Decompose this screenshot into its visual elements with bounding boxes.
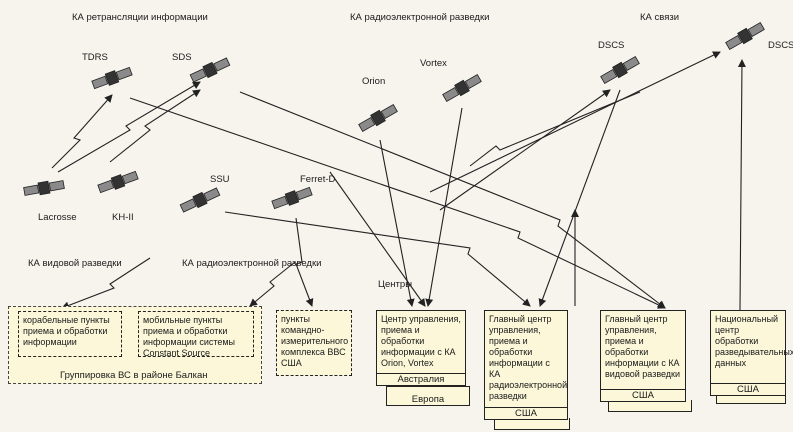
satellite-ssu-icon [179,187,221,213]
satellite-kh11-icon [97,170,139,194]
box-main-elint-usa-text: США [485,407,567,419]
link-lacrosse-sds [57,81,201,173]
label-ssu: SSU [210,174,230,185]
satellite-lacrosse-icon [23,180,65,196]
box-main-elint-shadow [494,418,570,430]
link-dscs-national [737,59,746,311]
box-national: Национальный центр обработки разведывате… [710,310,793,396]
satellite-ferret-icon [271,186,313,210]
satellite-orion-icon [358,103,398,133]
label-kh11: KH-II [112,212,134,223]
link-elint-mobile [249,261,296,307]
box-ship-text: корабельные пункты приема и обработки ин… [23,315,110,347]
link-tdrs-elint-center [129,97,666,309]
header-elint-mid: КА радиоэлектронной разведки [182,258,322,269]
box-mobile-text: мобильные пункты приема и обработки инфо… [143,315,236,358]
box-main-elint-text: Главный центр управления, приема и обраб… [489,314,568,401]
box-control-europe-text: Европа [387,394,469,405]
satellite-icons [23,21,765,213]
link-lacrosse-tdrs [51,94,113,169]
box-ship: корабельные пункты приема и обработки ин… [18,311,122,357]
box-national-shadow [716,394,786,404]
box-control: Центр управления, приема и обработки инф… [376,310,466,386]
box-ccc-text: пункты командно-измерительного комплекса… [281,314,349,368]
box-main-visual-shadow [608,400,692,412]
header-comm: КА связи [640,12,680,23]
satellite-dscs1-icon [600,55,640,85]
satellite-dscs2-icon [725,21,765,51]
box-control-europe: Европа [386,386,470,406]
label-dscs2: DSCS [768,40,793,51]
box-ccc: пункты командно-измерительного комплекса… [276,310,352,376]
box-national-text: Национальный центр обработки разведывате… [715,314,793,368]
link-ssu-elint-center [224,211,531,307]
label-ferret: Ferret-D [300,174,336,185]
box-main-visual-text: Главный центр управления, приема и обраб… [605,314,681,379]
label-sds: SDS [172,52,192,63]
link-center-dscs2 [429,51,721,193]
link-visual-ship [61,257,151,310]
link-center-dscs1 [439,89,611,211]
link-up-dscs [469,91,641,167]
header-visual: КА видовой разведки [28,258,122,269]
link-ccc-control [329,171,426,307]
header-relay: КА ретрансляции информации [72,12,208,23]
box-control-text: Центр управления, приема и обработки инф… [381,314,461,368]
box-mobile: мобильные пункты приема и обработки инфо… [138,311,254,358]
link-ferret-ccc [295,217,314,307]
satellite-vortex-icon [442,73,482,103]
label-tdrs: TDRS [82,52,108,63]
header-elint-top: КА радиоэлектронной разведки [350,12,490,23]
link-orion-control [379,139,415,307]
label-dscs1: DSCS [598,40,625,51]
link-sds-visual-center [239,91,666,309]
label-lacrosse: Lacrosse [38,212,77,223]
balkans-label: Группировка ВС в районе Балкан [60,370,208,381]
box-main-elint: Главный центр управления, приема и обраб… [484,310,568,420]
satellite-tdrs-icon [91,66,133,90]
box-main-visual-usa-text: США [601,389,685,401]
header-centers: Центры [378,279,413,290]
link-kh11-sds [109,89,201,163]
satellite-sds-icon [189,57,231,83]
label-orion: Orion [362,76,386,87]
box-control-australia-text: Австралия [377,373,465,385]
link-dscs1-main [538,89,621,307]
box-national-usa-text: США [711,383,785,395]
label-vortex: Vortex [420,58,447,69]
box-main-visual: Главный центр управления, приема и обраб… [600,310,686,402]
